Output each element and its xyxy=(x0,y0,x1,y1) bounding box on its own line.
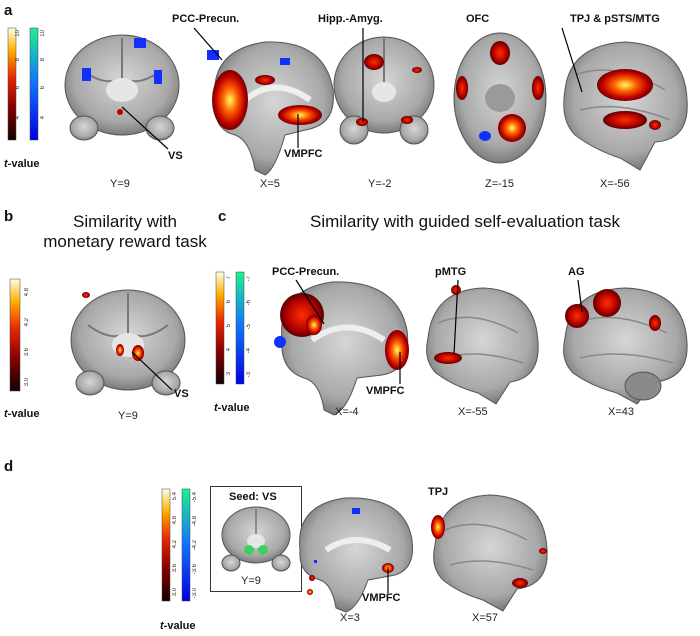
colorbar-d-hot-tick: 4.2 xyxy=(172,540,178,549)
brain-slice-lateral xyxy=(418,278,543,408)
brain-slice-axial xyxy=(450,28,550,168)
callout-line xyxy=(577,279,583,313)
colorbar-c-cool-tick: -5 xyxy=(246,324,252,330)
region-label-pcc-precun: PCC-Precun. xyxy=(172,13,240,25)
slice-coord: X=-56 xyxy=(600,178,630,190)
colorbar-c-hot-tick: 5 xyxy=(226,324,232,328)
colorbar-d-cool-tick: -4.8 xyxy=(192,516,198,527)
colorbar-a-label: t-value xyxy=(4,158,40,170)
brain-slice-coronal xyxy=(332,30,437,160)
region-label-hipp-amyg: Hipp.-Amyg. xyxy=(318,13,383,25)
slice-coord: X=5 xyxy=(260,178,280,190)
panel-letter-c: c xyxy=(218,208,227,225)
slice-coord: X=57 xyxy=(472,612,498,624)
colorbar-b xyxy=(8,275,38,405)
colorbar-d-cool-tick: -3.0 xyxy=(192,588,198,599)
slice-coord: X=-55 xyxy=(458,406,488,418)
colorbar-a-cool-tick: 6 xyxy=(40,86,46,90)
colorbar-d xyxy=(160,485,200,615)
region-label-tpj-psts-mtg: TPJ & pSTS/MTG xyxy=(570,13,660,25)
colorbar-b-tick: 4.8 xyxy=(24,288,30,297)
seed-label: Seed: VS xyxy=(229,491,277,503)
region-label-vs: VS xyxy=(174,388,189,400)
region-label-tpj: TPJ xyxy=(428,486,449,498)
colorbar-c-cool-tick: -7 xyxy=(246,276,252,282)
region-label-ofc: OFC xyxy=(466,13,490,25)
brain-slice-sagittal xyxy=(290,490,420,615)
colorbar-b-tick: 3.6 xyxy=(24,348,30,357)
colorbar-c-hot-tick: 7 xyxy=(226,276,232,280)
panel-letter-b: b xyxy=(4,208,14,225)
colorbar-a-cool-tick: 8 xyxy=(40,58,46,62)
callout-line xyxy=(295,279,325,325)
colorbar-d-label: t-value xyxy=(160,620,196,632)
region-label-ag: AG xyxy=(568,266,585,278)
colorbar-b-tick: 3.0 xyxy=(24,378,30,387)
slice-coord: X=43 xyxy=(608,406,634,418)
colorbar-a-hot-tick: 4 xyxy=(15,116,21,120)
brain-slice-sagittal xyxy=(205,30,340,180)
colorbar-c xyxy=(214,268,254,398)
colorbar-d-hot-tick: 5.4 xyxy=(172,492,178,501)
colorbar-a-hot-tick: 10 xyxy=(15,30,21,37)
slice-coord: Y=9 xyxy=(241,575,261,587)
colorbar-c-hot-tick: 4 xyxy=(226,348,232,352)
panel-b-title: Similarity with monetary reward task xyxy=(43,212,207,251)
region-label-vs: VS xyxy=(168,150,183,162)
region-label-vmpfc: VMPFC xyxy=(366,385,405,397)
colorbar-d-hot-tick: 3.0 xyxy=(172,588,178,597)
colorbar-d-hot-tick: 4.8 xyxy=(172,516,178,525)
colorbar-c-hot-tick: 6 xyxy=(226,300,232,304)
slice-coord: X=-4 xyxy=(335,406,359,418)
region-label-pmtg: pMTG xyxy=(435,266,467,278)
brain-slice-lateral xyxy=(425,485,555,615)
slice-coord: Y=-2 xyxy=(368,178,392,190)
colorbar-b-tick: 4.2 xyxy=(24,318,30,327)
colorbar-d-cool-tick: -5.4 xyxy=(192,492,198,503)
brain-slice-lateral xyxy=(555,278,695,408)
seed-box: Seed: VS Y=9 xyxy=(210,486,302,592)
panel-c-title: Similarity with guided self-evaluation t… xyxy=(310,212,620,231)
slice-coord: X=3 xyxy=(340,612,360,624)
colorbar-a-cool-tick: 4 xyxy=(40,116,46,120)
brain-slice-sagittal xyxy=(272,270,417,420)
callout-line xyxy=(131,351,173,391)
region-label-vmpfc: VMPFC xyxy=(362,592,401,604)
region-label-pcc-precun: PCC-Precun. xyxy=(272,266,340,278)
brain-slice-lateral xyxy=(555,30,695,175)
colorbar-c-hot-tick: 3 xyxy=(226,372,232,376)
brain-slice-coronal xyxy=(62,30,182,155)
callout-line xyxy=(399,352,401,384)
callout-line xyxy=(362,28,364,122)
colorbar-d-cool-tick: -4.2 xyxy=(192,540,198,551)
colorbar-d-hot-tick: 3.6 xyxy=(172,564,178,573)
callout-line xyxy=(453,279,459,355)
brain-slice-coronal xyxy=(68,285,188,410)
callout-line xyxy=(121,106,169,150)
colorbar-a-cool-tick: 10 xyxy=(40,30,46,37)
colorbar-d-cool-tick: -3.6 xyxy=(192,564,198,575)
callout-line xyxy=(193,27,223,61)
region-label-vmpfc: VMPFC xyxy=(284,148,323,160)
colorbar-a xyxy=(6,24,46,154)
colorbar-c-cool-tick: -6 xyxy=(246,300,252,306)
panel-letter-a: a xyxy=(4,2,13,19)
callout-line xyxy=(297,114,299,148)
panel-letter-d: d xyxy=(4,458,14,475)
colorbar-b-label: t-value xyxy=(4,408,40,420)
callout-line xyxy=(561,27,583,93)
colorbar-c-cool-tick: -3 xyxy=(246,372,252,378)
colorbar-a-hot-tick: 8 xyxy=(15,58,21,62)
colorbar-c-label: t-value xyxy=(214,402,250,414)
slice-coord: Y=9 xyxy=(118,410,138,422)
slice-coord: Z=-15 xyxy=(485,178,515,190)
colorbar-c-cool-tick: -4 xyxy=(246,348,252,354)
colorbar-a-hot-tick: 6 xyxy=(15,86,21,90)
slice-coord: Y=9 xyxy=(110,178,130,190)
callout-line xyxy=(387,567,389,593)
